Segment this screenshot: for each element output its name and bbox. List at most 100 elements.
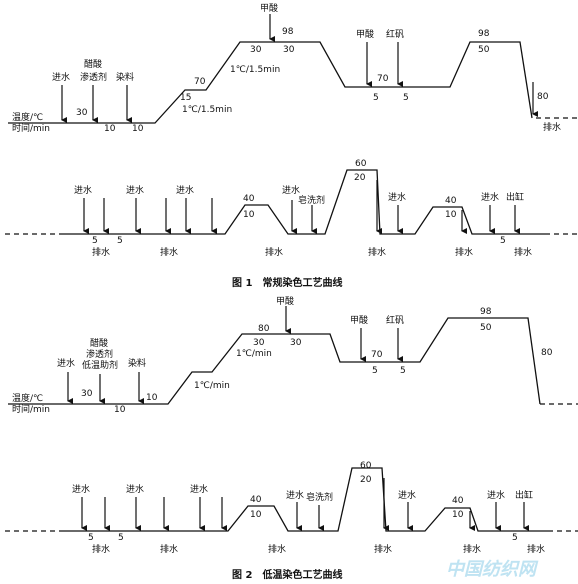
fig2-add-water-label: 进水 — [57, 357, 75, 369]
fig2-temp-98: 98 — [480, 307, 492, 317]
watermark: 中国纺织网 — [446, 559, 539, 580]
fig1-temp-98b: 98 — [478, 29, 490, 39]
fig2-dye-label: 染料 — [128, 357, 146, 369]
fig1-temp-98a: 98 — [282, 27, 294, 37]
fig1-w-add-water-label-5: 进水 — [388, 191, 406, 203]
fig2-w-time-5a: 5 — [88, 533, 94, 543]
fig2-w-add-water-label-1: 进水 — [72, 483, 90, 495]
fig2-wash-curve — [60, 467, 548, 532]
fig2-wash-group: 进水 排水 进水 排水 进水 排水 进水 皂洗剂 排水 进水 排水 进水 出缸 … — [5, 461, 578, 581]
fig1-drain-label: 排水 — [543, 121, 561, 133]
fig1-w-add-water-label-2: 进水 — [126, 184, 144, 196]
fig2-temp-70: 70 — [371, 350, 383, 360]
fig1-w-add-water-label-3: 进水 — [176, 184, 194, 196]
fig1-time-10b: 10 — [132, 124, 144, 134]
fig2-w-add-water-label-4: 进水 — [286, 489, 304, 501]
fig2-time-axis-label: 时间/min — [12, 403, 50, 415]
fig1-process-curve — [8, 41, 533, 124]
fig2-time-5b: 5 — [400, 366, 406, 376]
fig1-dye-label: 染料 — [116, 71, 134, 83]
fig1-time-30b: 30 — [283, 45, 295, 55]
fig1-time-5b: 5 — [403, 93, 409, 103]
fig2-w-add-water-label-6: 进水 — [487, 489, 505, 501]
fig1-wash-curve — [60, 169, 545, 235]
fig2-w-out-vat-label: 出缸 — [515, 489, 533, 501]
fig1-w-drain-label-5: 排水 — [455, 246, 473, 258]
fig2-w-temp-60: 60 — [360, 461, 372, 471]
fig1-w-drain-label-2: 排水 — [160, 246, 178, 258]
fig1-w-temp-40a: 40 — [243, 194, 255, 204]
fig2-w-drain-label-2: 排水 — [160, 543, 178, 555]
fig2-w-add-water-label-2: 进水 — [126, 483, 144, 495]
fig1-penetrant-label: 渗透剂 — [80, 71, 107, 83]
fig1-rate-1: 1℃/1.5min — [182, 105, 232, 115]
fig1-w-drain-label-4: 排水 — [368, 246, 386, 258]
fig2-formic-label-1: 甲酸 — [276, 296, 294, 307]
fig2-temp-80a: 80 — [258, 324, 270, 334]
fig2-w-add-water-label-5: 进水 — [398, 489, 416, 501]
fig2-penetrant-label: 渗透剂 — [86, 348, 113, 360]
fig1-w-time-10b: 10 — [445, 210, 457, 220]
fig2-w-time-5b: 5 — [118, 533, 124, 543]
fig1-temp-70a: 70 — [194, 77, 206, 87]
fig1-formic-label-2: 甲酸 — [356, 29, 374, 40]
fig2-time-50: 50 — [480, 323, 492, 333]
fig1-add-water-label: 进水 — [52, 71, 70, 83]
fig2-time-30b: 30 — [290, 338, 302, 348]
fig2-rate-2: 1℃/min — [236, 349, 272, 359]
fig2-low-temp-aid-label: 低温助剂 — [82, 359, 118, 371]
fig1-w-temp-60: 60 — [355, 159, 367, 169]
fig1-w-time-5c: 5 — [500, 236, 506, 246]
fig2-red-alum-label: 红矾 — [386, 314, 404, 326]
fig2-time-5a: 5 — [372, 366, 378, 376]
fig1-time-30a: 30 — [250, 45, 262, 55]
fig2-formic-label-2: 甲酸 — [350, 315, 368, 326]
fig2-rate-1: 1℃/min — [194, 381, 230, 391]
fig1-w-drain-label-3: 排水 — [265, 246, 283, 258]
fig1-caption: 图 1 常规染色工艺曲线 — [232, 276, 342, 289]
fig2-w-time-5c: 5 — [512, 533, 518, 543]
fig1-w-out-vat-label: 出缸 — [506, 191, 524, 203]
fig2-w-drain-label-6: 排水 — [527, 543, 545, 555]
fig2-caption: 图 2 低温染色工艺曲线 — [232, 568, 342, 581]
fig2-w-time-10a: 10 — [250, 510, 262, 520]
fig1-w-add-water-label-4: 进水 — [282, 184, 300, 196]
fig1-time-5a: 5 — [373, 93, 379, 103]
fig2-temp-80b: 80 — [541, 348, 553, 358]
fig1-temp-axis-label: 温度/℃ — [12, 111, 43, 123]
fig1-curve-group: 温度/℃ 时间/min 进水 醋酸 渗透剂 染料 甲酸 甲酸 红矾 排水 30 … — [8, 3, 578, 134]
fig2-w-temp-40a: 40 — [250, 495, 262, 505]
fig1-temp-70b: 70 — [377, 74, 389, 84]
fig1-red-alum-label: 红矾 — [386, 28, 404, 40]
fig2-temp-30: 30 — [81, 389, 93, 399]
fig2-w-temp-40b: 40 — [452, 496, 464, 506]
fig2-w-soaping-label: 皂洗剂 — [306, 491, 333, 503]
fig1-time-50: 50 — [478, 45, 490, 55]
fig1-temp-80: 80 — [537, 92, 549, 102]
fig1-w-time-10a: 10 — [243, 210, 255, 220]
fig1-acetic-label: 醋酸 — [84, 58, 102, 70]
fig2-acetic-label: 醋酸 — [90, 337, 108, 349]
fig1-wash-group: 进水 排水 进水 排水 进水 排水 进水 皂洗剂 排水 进水 排水 进水 出缸 … — [5, 159, 578, 289]
fig2-process-curve — [8, 317, 541, 405]
fig1-w-time-5b: 5 — [117, 236, 123, 246]
fig2-w-time-10b: 10 — [452, 510, 464, 520]
fig2-curve-group: 温度/℃ 时间/min 进水 醋酸 渗透剂 低温助剂 染料 甲酸 甲酸 红矾 3… — [8, 296, 578, 415]
fig2-w-drain-label-1: 排水 — [92, 543, 110, 555]
fig1-formic-label-1: 甲酸 — [260, 3, 278, 14]
fig1-w-time-20: 20 — [354, 173, 366, 183]
fig1-w-time-5a: 5 — [92, 236, 98, 246]
fig2-time-30a: 30 — [253, 338, 265, 348]
fig1-w-add-water-label-6: 进水 — [481, 191, 499, 203]
fig1-rate-2: 1℃/1.5min — [230, 65, 280, 75]
fig2-time-10a: 10 — [114, 405, 126, 415]
fig2-temp-axis-label: 温度/℃ — [12, 392, 43, 404]
fig1-w-soaping-label: 皂洗剂 — [298, 194, 325, 206]
fig2-time-10b: 10 — [146, 393, 158, 403]
fig1-w-temp-40b: 40 — [445, 196, 457, 206]
fig1-w-add-water-label-1: 进水 — [74, 184, 92, 196]
fig1-time-axis-label: 时间/min — [12, 122, 50, 134]
fig2-w-drain-label-4: 排水 — [374, 543, 392, 555]
fig2-w-add-water-label-3: 进水 — [190, 483, 208, 495]
